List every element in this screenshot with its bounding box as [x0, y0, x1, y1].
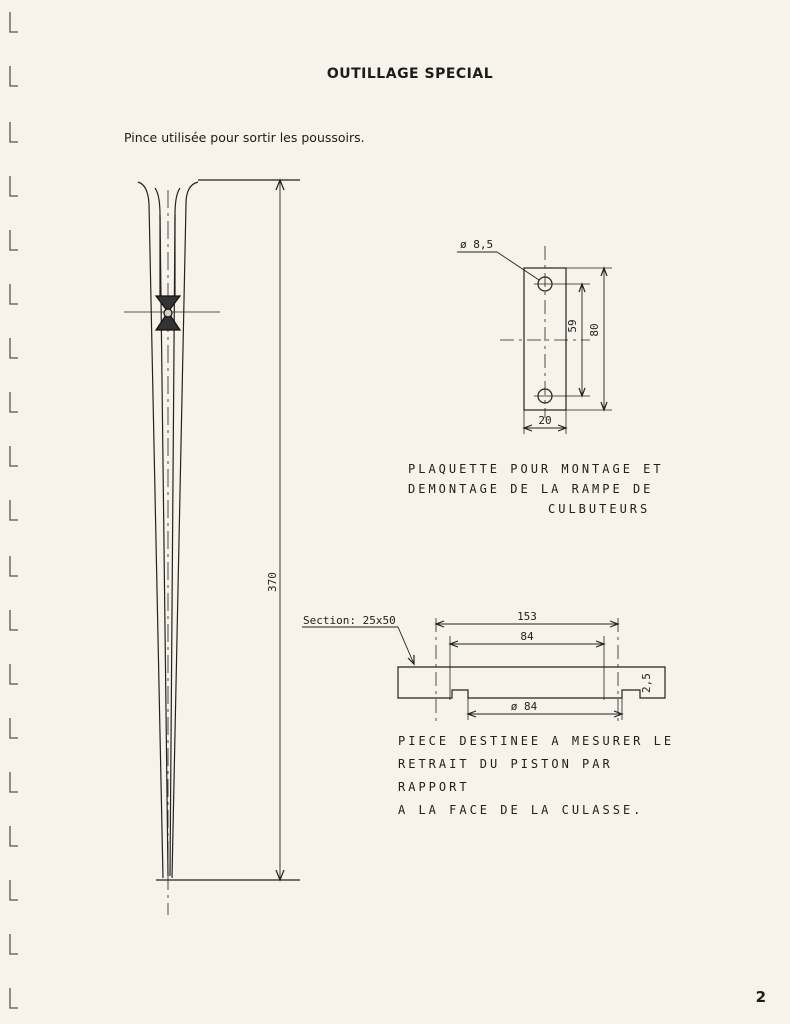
gauge-description-line: RETRAIT DU PISTON PAR RAPPORT	[398, 757, 613, 794]
pliers-caption: Pince utilisée pour sortir les poussoirs…	[124, 130, 365, 145]
gauge-height-dimension: 2,5	[640, 673, 653, 693]
plate-centers-dimension: 59	[566, 319, 579, 332]
plate-description: PLAQUETTE POUR MONTAGE ET DEMONTAGE DE L…	[408, 459, 668, 519]
pliers-length-dimension: 370	[266, 572, 279, 592]
gauge-description: PIECE DESTINEE A MESURER LE RETRAIT DU P…	[398, 730, 688, 822]
gauge-description-line: A LA FACE DE LA CULASSE.	[398, 803, 644, 817]
gauge-inner-dimension: 84	[520, 630, 534, 643]
pliers-drawing	[124, 178, 300, 915]
plate-width-dimension: 20	[538, 414, 551, 427]
gauge-section-label: Section: 25x50	[303, 614, 396, 627]
gauge-overall-dimension: 153	[517, 610, 537, 623]
plate-description-line: CULBUTEURS	[548, 502, 651, 516]
gauge-drawing	[302, 618, 666, 722]
binding-holes	[9, 12, 18, 1009]
plate-hole-dimension: ø 8,5	[460, 238, 493, 251]
page-title: OUTILLAGE SPECIAL	[326, 66, 494, 82]
plate-length-dimension: 80	[588, 323, 601, 336]
gauge-bottom-dimension: ø 84	[511, 700, 538, 713]
plate-drawing	[457, 246, 612, 434]
plate-description-line: DEMONTAGE DE LA RAMPE DE	[408, 482, 654, 496]
page-number: 2	[755, 988, 766, 1006]
gauge-description-line: PIECE DESTINEE A MESURER LE	[398, 734, 675, 748]
plate-description-line: PLAQUETTE POUR MONTAGE ET	[408, 462, 664, 476]
